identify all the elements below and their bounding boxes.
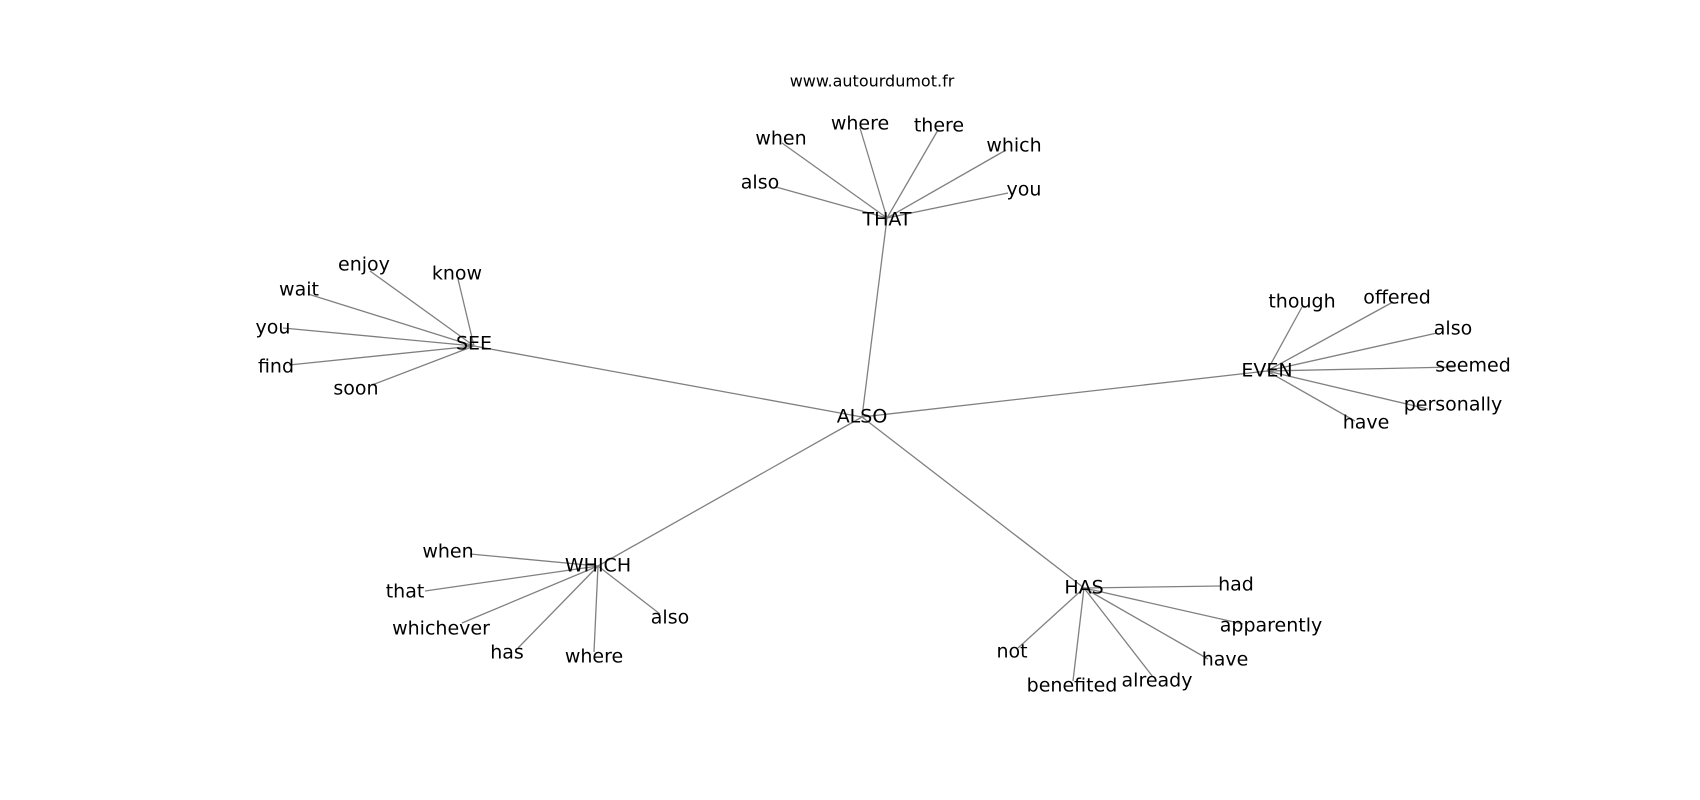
leaf-word-node[interactable]: also (651, 607, 689, 629)
edge-even-also (1266, 332, 1438, 372)
edge-has-apparently (1083, 587, 1244, 625)
edge-which-has (517, 565, 599, 649)
edge-center-that (861, 217, 888, 418)
leaf-word-node[interactable]: also (741, 172, 779, 194)
edge-which-whichever (461, 565, 599, 624)
edge-that-when (781, 142, 888, 219)
leaf-word-node[interactable]: where (831, 113, 889, 135)
edge-which-also (597, 565, 661, 615)
leaf-word-node[interactable]: when (422, 541, 473, 563)
edge-even-personally (1266, 370, 1429, 410)
edge-that-also (775, 186, 888, 219)
leaf-word-node[interactable]: there (914, 115, 964, 137)
leaf-word-node[interactable]: also (1434, 318, 1472, 340)
edge-that-where (859, 127, 888, 219)
edges (282, 127, 1456, 682)
leaf-word-node[interactable]: have (1202, 649, 1249, 671)
leaf-word-node[interactable]: not (996, 641, 1027, 663)
leaf-word-node[interactable]: enjoy (338, 254, 390, 276)
leaf-word-node[interactable]: whichever (392, 618, 490, 640)
leaf-word-node[interactable]: that (386, 581, 425, 603)
leaf-word-node[interactable]: already (1122, 670, 1193, 692)
leaf-word-node[interactable]: had (1218, 574, 1254, 596)
edge-see-you (282, 327, 475, 347)
edge-which-that (424, 565, 599, 592)
leaf-word-node[interactable]: have (1343, 412, 1390, 434)
leaf-word-node[interactable]: you (1007, 179, 1042, 201)
leaf-word-node[interactable]: you (256, 317, 291, 339)
leaf-word-node[interactable]: though (1268, 291, 1335, 313)
leaf-word-node[interactable]: seemed (1435, 355, 1511, 377)
leaf-word-node[interactable]: where (565, 646, 623, 668)
leaf-word-node[interactable]: has (490, 642, 524, 664)
leaf-word-node[interactable]: personally (1404, 394, 1503, 416)
edge-see-find (288, 345, 475, 366)
leaf-word-node[interactable]: when (755, 128, 806, 150)
edge-which-where (593, 565, 599, 653)
edge-which-when (469, 553, 599, 567)
edge-see-wait (307, 293, 475, 347)
edge-center-has (861, 416, 1085, 589)
edge-center-even (861, 370, 1268, 418)
hub-word-node-see[interactable]: SEE (456, 333, 492, 355)
edge-that-which (886, 149, 1007, 219)
leaf-word-node[interactable]: find (258, 356, 294, 378)
edge-that-you (886, 192, 1009, 219)
leaf-word-node[interactable]: know (432, 263, 482, 285)
edge-has-benefited (1072, 587, 1085, 682)
edge-has-have (1083, 587, 1209, 660)
leaf-word-node[interactable]: offered (1363, 287, 1431, 309)
edge-even-offered (1266, 301, 1394, 372)
edge-see-know (457, 278, 475, 347)
edge-center-see (473, 345, 863, 418)
leaf-word-node[interactable]: apparently (1220, 615, 1323, 637)
leaf-word-node[interactable]: soon (333, 378, 378, 400)
hub-word-node-even[interactable]: EVEN (1241, 360, 1292, 382)
center-word-node[interactable]: ALSO (837, 406, 888, 428)
edge-has-had (1083, 585, 1221, 589)
source-watermark: www.autourdumot.fr (790, 72, 955, 91)
edge-center-which (597, 416, 863, 567)
leaf-word-node[interactable]: which (986, 135, 1041, 157)
leaf-word-node[interactable]: wait (279, 279, 319, 301)
edge-see-enjoy (369, 270, 475, 347)
edge-that-there (886, 129, 939, 219)
hub-word-node-that[interactable]: THAT (861, 209, 911, 231)
edge-see-soon (371, 345, 475, 386)
edge-has-not (1017, 587, 1085, 649)
hub-word-node-has[interactable]: HAS (1064, 577, 1103, 599)
edge-even-though (1266, 306, 1303, 372)
edge-even-seemed (1266, 366, 1456, 372)
hub-word-node-which[interactable]: WHICH (565, 555, 631, 577)
edge-even-have (1266, 370, 1356, 422)
edge-has-already (1083, 587, 1154, 678)
leaf-word-node[interactable]: benefited (1027, 675, 1118, 697)
